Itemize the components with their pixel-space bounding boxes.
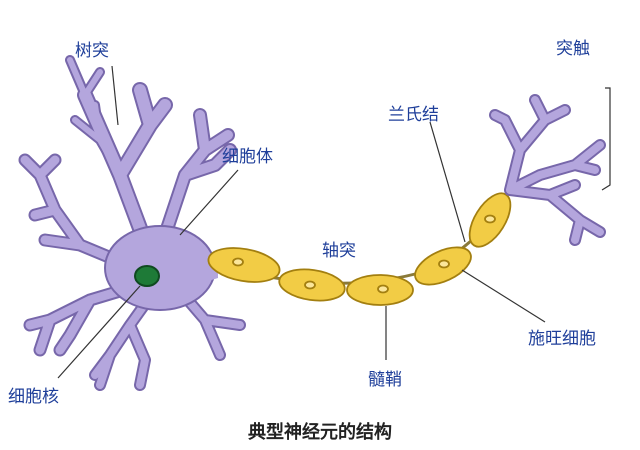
pointer-node-ranvier — [429, 121, 466, 243]
myelin-segment — [278, 268, 346, 302]
cell-body — [104, 225, 218, 311]
nucleus-shape — [134, 265, 160, 287]
pointer-cell-body — [179, 169, 239, 236]
pointer-schwann — [461, 269, 546, 323]
myelin-sheath — [207, 192, 512, 306]
dendrites — [18, 55, 246, 391]
diagram-caption: 典型神经元的结构 — [248, 421, 392, 443]
pointer-terminal — [601, 87, 611, 191]
label-nucleus: 细胞核 — [8, 387, 59, 407]
pointer-lines — [57, 65, 611, 379]
myelin-segment — [346, 274, 414, 306]
axon-terminals — [489, 94, 606, 246]
label-axon: 轴突 — [322, 241, 356, 261]
pointer-nucleus — [57, 285, 141, 379]
myelin-segment — [414, 246, 472, 286]
label-schwann: 施旺细胞 — [528, 329, 596, 349]
label-dendrite: 树突 — [75, 41, 109, 61]
label-node-ranvier: 兰氏结 — [388, 105, 439, 125]
myelin-segment — [207, 247, 281, 283]
label-cell-body: 细胞体 — [222, 147, 273, 167]
label-myelin: 髓鞘 — [368, 370, 402, 390]
pointer-dendrite — [111, 65, 119, 126]
myelin-segment — [468, 192, 512, 248]
label-terminal: 突触 — [556, 39, 590, 59]
